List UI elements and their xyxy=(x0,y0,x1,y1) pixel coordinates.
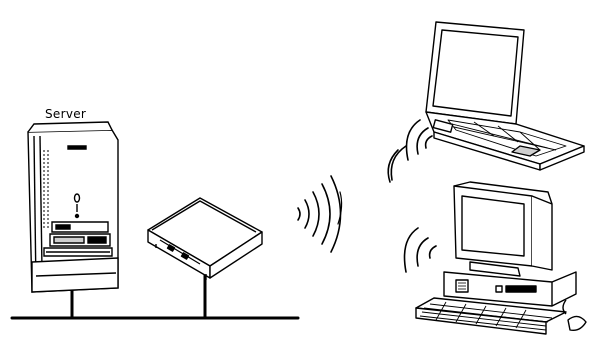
laptop-icon xyxy=(426,22,584,170)
wireless-waves-icon xyxy=(388,120,432,182)
wireless-waves-icon xyxy=(298,176,342,252)
server-tower-icon xyxy=(28,122,118,292)
wireless-waves-icon xyxy=(405,228,437,272)
desktop-computer-icon xyxy=(416,182,586,334)
wireless-router-icon xyxy=(148,198,262,280)
